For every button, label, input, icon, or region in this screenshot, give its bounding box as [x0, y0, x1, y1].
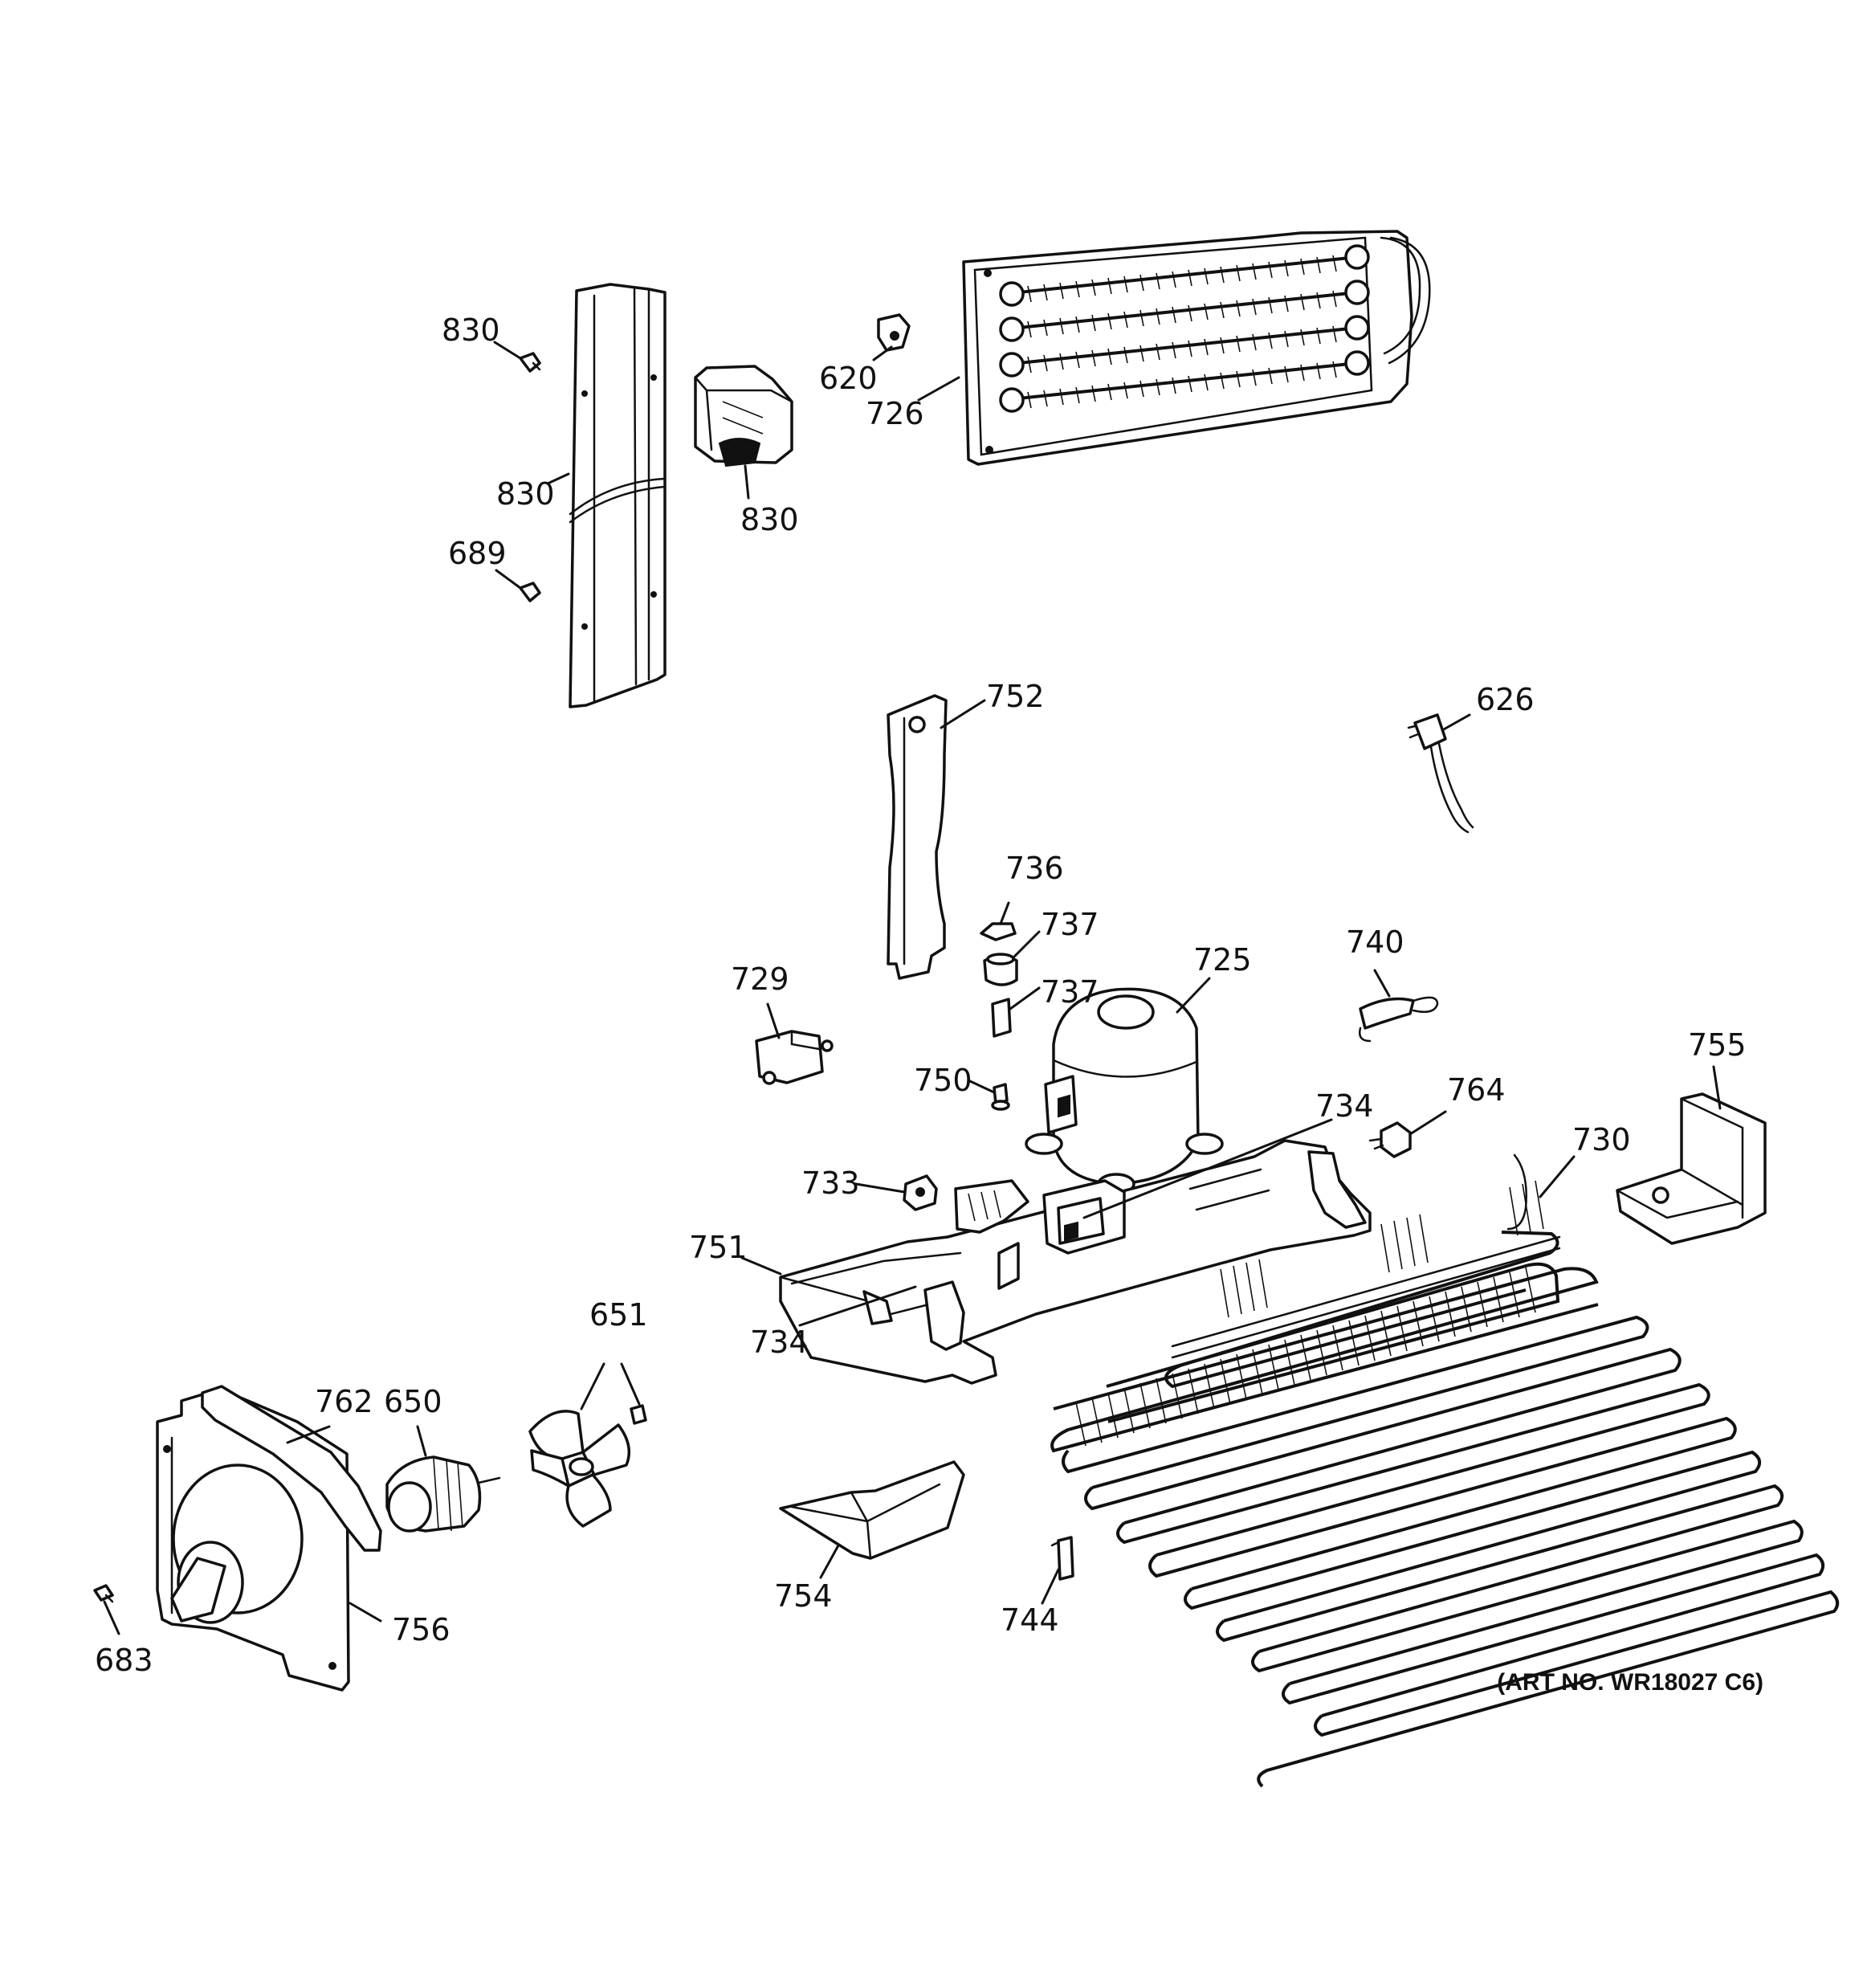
label-725: 725: [1193, 942, 1252, 978]
vertical-channel-part: [569, 283, 667, 708]
label-764: 764: [1447, 1072, 1506, 1108]
label-626: 626: [1476, 682, 1535, 717]
clip-744-part: [1050, 1536, 1074, 1581]
label-762: 762: [315, 1384, 373, 1419]
sleeve-737-part: [991, 998, 1012, 1038]
screw-750-part: [991, 1083, 1010, 1111]
label-734-b: 734: [750, 1325, 809, 1360]
label-830-screw: 830: [442, 312, 500, 348]
callout-labels: 830 830 830 689 620 726 752 626 736 737 …: [95, 312, 1747, 1678]
overload-bracket-part: [694, 365, 793, 467]
label-689: 689: [448, 536, 507, 571]
label-751: 751: [689, 1230, 748, 1265]
screw-689-part: [519, 582, 541, 602]
label-754: 754: [774, 1578, 833, 1614]
clip-736-part: [980, 922, 1017, 941]
bracket-752-part: [887, 694, 948, 980]
grommet-737-part: [983, 953, 1018, 986]
label-733: 733: [801, 1165, 860, 1201]
label-736: 736: [1005, 851, 1064, 886]
label-737-b: 737: [1041, 974, 1099, 1010]
label-683: 683: [95, 1643, 153, 1678]
label-737-a: 737: [1041, 907, 1099, 942]
base-pan-751-part: [779, 1139, 1372, 1385]
label-755: 755: [1688, 1027, 1747, 1063]
clip-620-part: [877, 313, 911, 352]
label-734-a: 734: [1315, 1088, 1374, 1124]
label-730: 730: [1572, 1122, 1631, 1157]
bracket-755-part: [1616, 1092, 1767, 1245]
relay-733-part: [903, 1174, 938, 1211]
label-650: 650: [384, 1384, 442, 1419]
label-756: 756: [392, 1612, 450, 1647]
leader-lines: [103, 341, 1722, 1635]
art-number: (ART NO. WR18027 C6): [1497, 1669, 1763, 1696]
label-752: 752: [986, 679, 1045, 714]
screw-683-part: [93, 1584, 114, 1603]
label-729: 729: [731, 961, 789, 997]
fan-shroud-756-part: [156, 1385, 382, 1692]
fan-blade-651-part: [528, 1404, 647, 1528]
capacitor-729-part: [755, 1030, 834, 1085]
label-726: 726: [866, 396, 924, 431]
condenser-coil-730-part: [1050, 1153, 1840, 1788]
label-651: 651: [589, 1297, 648, 1333]
label-740: 740: [1346, 925, 1404, 960]
label-744: 744: [1001, 1602, 1059, 1638]
clamp-764-part: [1368, 1121, 1412, 1158]
label-830-bracket: 830: [740, 502, 799, 537]
compressor-725-part: [1025, 987, 1224, 1195]
fan-motor-650-part: [385, 1455, 501, 1533]
harness-740-part: [1359, 996, 1439, 1043]
drain-pan-754-part: [779, 1460, 965, 1560]
evaporator-726-part: [962, 230, 1431, 466]
label-620: 620: [819, 361, 878, 396]
power-cord-626-part: [1407, 713, 1474, 834]
label-830-channel: 830: [496, 476, 555, 512]
screw-830-part: [519, 352, 541, 373]
label-750: 750: [914, 1063, 972, 1098]
